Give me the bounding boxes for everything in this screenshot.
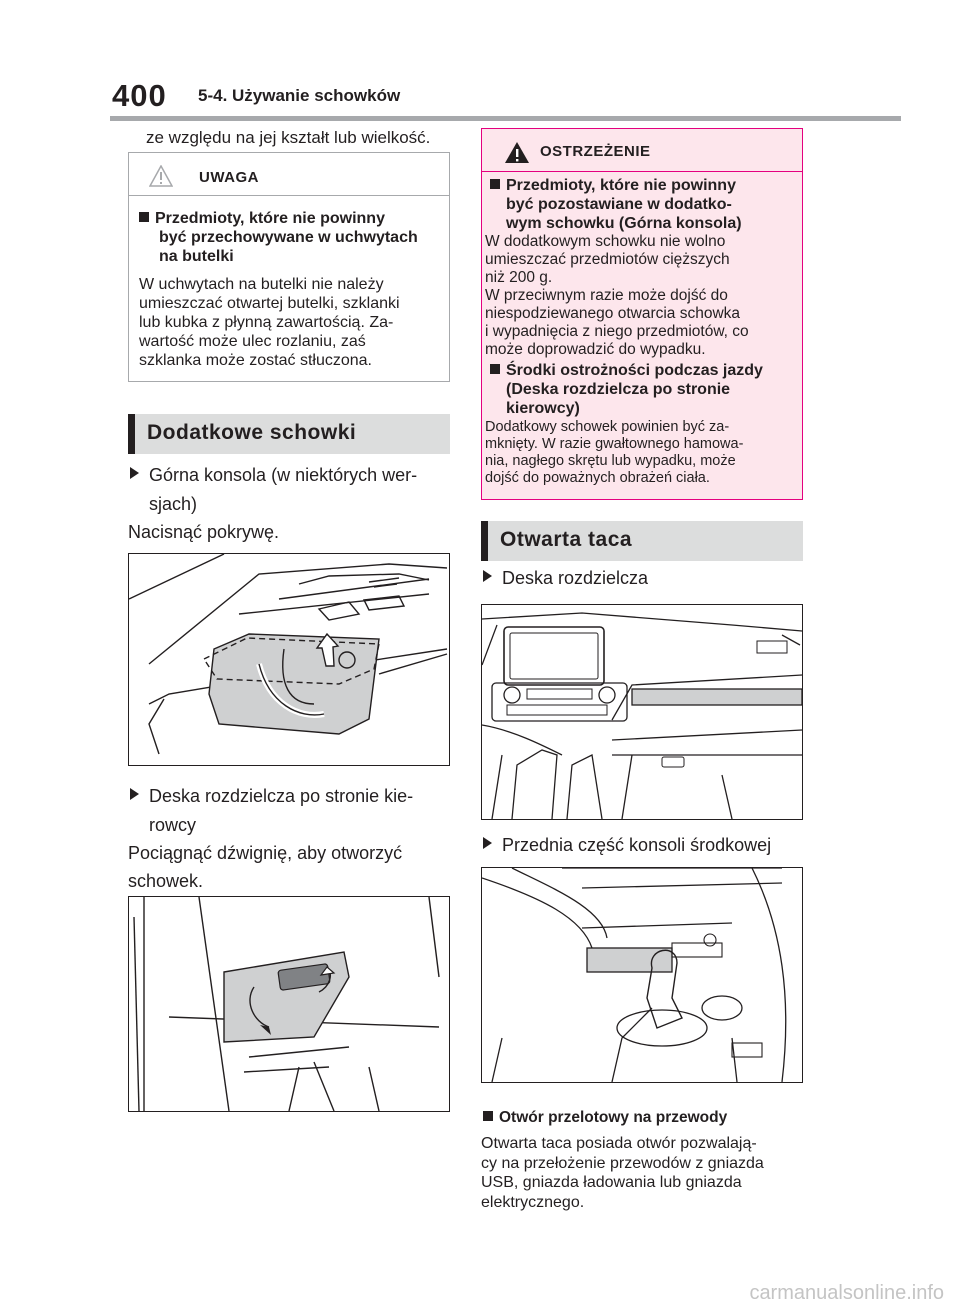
bullet-deska-rozdzielcza: Deska rozdzielcza [483,566,648,590]
warning-sub-line: Przedmioty, które nie powinny [506,177,736,194]
warning-body-line: niespodziewanego otwarcia schowka [485,305,741,322]
figure-driver-dashboard [128,896,450,1112]
bullet-gorna-konsola: Górna konsola (w niektórych wer- sjach) [130,463,417,516]
bullet-deska-kierowcy: Deska rozdzielcza po stronie kie- rowcy [130,784,413,837]
instruction-press-cover: Nacisnąć pokrywę. [128,522,280,542]
watermark[interactable]: carmanualsonline.info [749,1282,944,1304]
figure-dashboard-tray [481,604,803,820]
overhead-console-illustration [129,554,448,755]
bullet-text: Przednia część konsoli środkowej [502,835,772,855]
warning-body-1: W dodatkowym schowku nie wolno umieszcza… [485,233,749,359]
caution-subtitle: Przedmioty, które nie powinny być przech… [139,209,418,266]
instruction-line: Pociągnąć dźwignię, aby otworzyć [128,843,403,863]
section-heading-text: Otwarta taca [500,528,633,551]
warning-subtitle-2: Środki ostrożności podczas jazdy (Deska … [490,361,763,418]
note-body-line: elektrycznego. [481,1193,585,1211]
warning-body-line: może doprowadzić do wypadku. [485,341,706,358]
bullet-text: Deska rozdzielcza po stronie kie- [149,786,414,806]
warning-body-line: dojść do poważnych obrażeń ciała. [485,470,710,486]
caution-divider [129,195,449,196]
center-console-illustration [482,868,787,1082]
warning-sub-line: kierowcy) [506,400,580,417]
square-bullet-icon [490,364,500,374]
caution-subtitle-line: Przedmioty, które nie powinny [155,210,385,227]
caution-body-line: W uchwytach na butelki nie należy [139,276,384,293]
arrow-bullet-icon [483,837,492,849]
caution-title: UWAGA [199,169,259,186]
warning-divider [482,171,802,172]
warning-box: OSTRZEŻENIE Przedmioty, które nie powinn… [481,128,803,500]
figure-center-console-tray [481,867,803,1083]
caution-box: UWAGA Przedmioty, które nie powinny być … [128,152,450,382]
square-bullet-icon [490,179,500,189]
warning-sub-line: (Deska rozdzielcza po stronie [506,381,731,398]
bullet-przednia-konsola: Przednia część konsoli środkowej [483,833,771,857]
intro-line: ze względu na jej kształt lub wielkość. [146,128,431,147]
square-bullet-icon [483,1111,493,1121]
caution-body: W uchwytach na butelki nie należy umiesz… [139,275,400,370]
dashboard-tray-illustration [482,612,802,819]
note-body-line: USB, gniazda ładowania lub gniazda [481,1174,742,1191]
caution-triangle-icon [149,165,173,187]
warning-body-line: niż 200 g. [485,269,553,286]
instruction-pull-lever: Pociągnąć dźwignię, aby otworzyć schowek… [128,839,402,895]
section-heading-text: Dodatkowe schowki [147,421,357,444]
caution-header: UWAGA [129,153,449,197]
warning-sub-line: wym schowku (Górna konsola) [506,215,742,232]
warning-body-line: Dodatkowy schowek powinien być za- [485,419,730,435]
note-title-text: Otwór przelotowy na przewody [499,1109,728,1126]
section-heading-otwarta-taca: Otwarta taca [481,521,803,561]
warning-title: OSTRZEŻENIE [540,143,651,160]
caution-body-line: umieszczać otwartej butelki, szklanki [139,295,400,312]
caution-body-line: lub kubka z płynną zawartością. Za- [139,314,394,331]
square-bullet-icon [139,212,149,222]
page-number: 400 [112,78,167,113]
bullet-text: rowcy [149,815,197,835]
warning-subtitle-1: Przedmioty, które nie powinny być pozost… [490,176,742,233]
warning-body-line: W dodatkowym schowku nie wolno [485,233,726,250]
header-rule [110,116,901,121]
arrow-bullet-icon [130,467,139,479]
note-body: Otwarta taca posiada otwór pozwalają- cy… [481,1134,764,1212]
caution-body-line: szklanka może zostać stłuczona. [139,352,372,369]
note-body-line: Otwarta taca posiada otwór pozwalają- [481,1135,757,1152]
warning-body-line: nia, nagłego skrętu lub wypadku, może [485,453,736,469]
caution-subtitle-line: na butelki [159,248,234,265]
note-body-line: cy na przełożenie przewodów z gniazda [481,1154,764,1172]
caution-subtitle-line: być przechowywane w uchwytach [159,229,418,246]
warning-body-line: W przeciwnym razie może dojść do [485,287,728,304]
driver-dashboard-illustration [133,897,440,1111]
warning-sub-line: Środki ostrożności podczas jazdy [506,362,763,379]
caution-body-line: wartość może ulec rozlaniu, zaś [139,333,366,350]
warning-sub-line: być pozostawiane w dodatko- [506,196,732,213]
section-heading-dodatkowe: Dodatkowe schowki [128,414,450,454]
note-title: Otwór przelotowy na przewody [483,1109,727,1127]
figure-overhead-console [128,553,450,766]
arrow-bullet-icon [483,570,492,582]
warning-body-line: mknięty. W razie gwałtownego hamowa- [485,436,744,452]
warning-body-2: Dodatkowy schowek powinien być za- mknię… [485,419,743,487]
bullet-text: Deska rozdzielcza [502,568,649,588]
warning-body-line: umieszczać przedmiotów cięższych [485,251,730,268]
bullet-text: sjach) [149,494,198,514]
arrow-bullet-icon [130,788,139,800]
bullet-text: Górna konsola (w niektórych wer- [149,465,418,485]
warning-triangle-icon [505,142,529,163]
section-title: 5-4. Używanie schowków [198,86,401,105]
instruction-line: schowek. [128,871,204,891]
warning-body-line: i wypadnięcia z niego przedmiotów, co [485,323,749,340]
